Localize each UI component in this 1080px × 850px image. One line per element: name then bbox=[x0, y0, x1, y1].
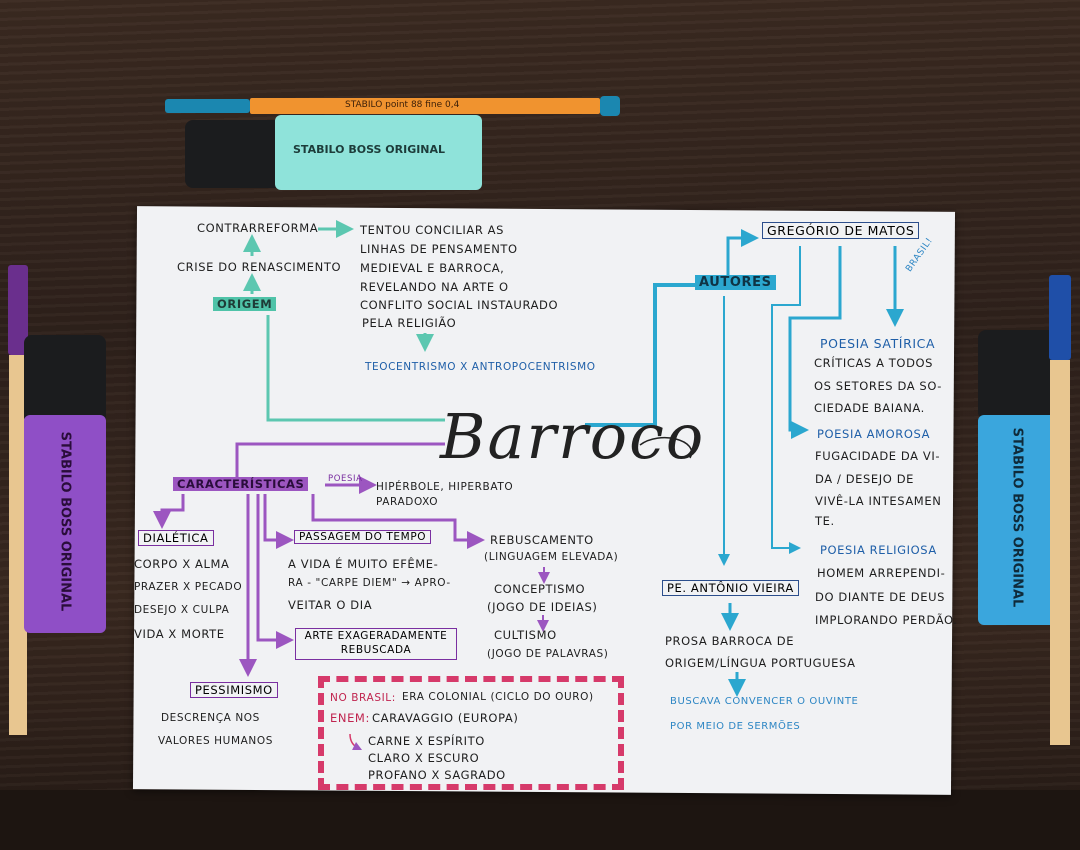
origem-desc-line: REVELANDO NA ARTE O bbox=[360, 280, 509, 294]
vieira-aim: BUSCAVA CONVENCER O OUVINTE bbox=[670, 696, 859, 707]
satirica-line: CRÍTICAS A TODOS bbox=[814, 356, 934, 370]
vieira-aim: POR MEIO DE SERMÕES bbox=[670, 721, 801, 732]
origem-desc-line: CONFLITO SOCIAL INSTAURADO bbox=[360, 298, 559, 312]
amorosa-line: TE. bbox=[815, 514, 835, 528]
passagem-line: VEITAR O DIA bbox=[288, 598, 373, 612]
origem-desc-line: PELA RELIGIÃO bbox=[362, 316, 457, 330]
satirica-line: OS SETORES DA SO- bbox=[814, 379, 943, 393]
rebuscamento-line: (LINGUAGEM ELEVADA) bbox=[484, 551, 619, 563]
vieira-box: PE. ANTÔNIO VIEIRA bbox=[662, 580, 799, 596]
pessimismo-line: DESCRENÇA NOS bbox=[161, 712, 260, 724]
dialetica-pair: CORPO X ALMA bbox=[134, 557, 230, 571]
brasil-label: NO BRASIL: bbox=[330, 692, 396, 704]
passagem-line: A VIDA É MUITO EFÊME- bbox=[288, 557, 439, 571]
amorosa-line: DA / DESEJO DE bbox=[815, 472, 915, 486]
arte-line: ARTE EXAGERADAMENTE bbox=[304, 630, 448, 642]
autores-connectors bbox=[585, 229, 904, 697]
highlighter-blue: STABILO BOSS ORIGINAL bbox=[978, 330, 1056, 625]
caracteristicas-connectors bbox=[153, 442, 550, 677]
enem-box bbox=[318, 676, 624, 790]
autores-label: AUTORES bbox=[695, 275, 776, 290]
poesia-amorosa-title: POESIA AMOROSA bbox=[817, 427, 931, 441]
dialetica-pair: DESEJO X CULPA bbox=[134, 604, 230, 616]
religiosa-line: HOMEM ARREPENDI- bbox=[817, 566, 946, 580]
arte-line: REBUSCADA bbox=[340, 644, 412, 656]
vieira-line: ORIGEM/LÍNGUA PORTUGUESA bbox=[665, 656, 856, 670]
poesia-line: HIPÉRBOLE, HIPERBATO bbox=[376, 481, 514, 493]
enem-pair: CARNE X ESPÍRITO bbox=[368, 734, 485, 748]
highlighter-teal: STABILO BOSS ORIGINAL bbox=[185, 115, 482, 190]
poesia-religiosa-title: POESIA RELIGIOSA bbox=[820, 543, 937, 557]
origem-line bbox=[266, 315, 445, 422]
enem-label: ENEM: bbox=[330, 711, 370, 725]
religiosa-line: DO DIANTE DE DEUS bbox=[815, 590, 946, 604]
gregorio-box: GREGÓRIO DE MATOS bbox=[762, 222, 920, 239]
enem-arrow bbox=[349, 733, 363, 751]
highlighter-purple: STABILO BOSS ORIGINAL bbox=[24, 335, 106, 635]
poesia-label: POESIA bbox=[328, 474, 363, 484]
amorosa-line: VIVÊ-LA INTESAMEN bbox=[815, 494, 942, 508]
title-flourish bbox=[639, 437, 693, 459]
religiosa-line: IMPLORANDO PERDÃO. bbox=[815, 613, 958, 627]
dialetica-pair: PRAZER X PECADO bbox=[134, 581, 243, 593]
passagem-line: RA - "CARPE DIEM" → APRO- bbox=[288, 577, 451, 589]
pen-top-brand: STABILO point 88 fine 0,4 bbox=[345, 100, 460, 110]
origem-desc-line: LINHAS DE PENSAMENTO bbox=[360, 242, 518, 256]
rebuscamento-line: REBUSCAMENTO bbox=[490, 533, 594, 547]
fineliner-pen-right bbox=[1047, 275, 1073, 745]
pessimismo-box: PESSIMISMO bbox=[190, 682, 278, 698]
origem-label: ORIGEM bbox=[213, 297, 277, 311]
origem-connectors bbox=[243, 220, 445, 422]
rebuscamento-line: CONCEPTISMO bbox=[494, 582, 586, 596]
satirica-line: CIEDADE BAIANA. bbox=[814, 401, 925, 415]
dialetica-pair: VIDA X MORTE bbox=[134, 627, 225, 641]
desk-edge bbox=[0, 790, 1080, 850]
poesia-satirica-title: POESIA SATÍRICA bbox=[820, 336, 936, 351]
pessimismo-line: VALORES HUMANOS bbox=[158, 735, 273, 747]
caracteristicas-label: CARACTERÍSTICAS bbox=[173, 477, 309, 491]
teocentrismo-text: TEOCENTRISMO X ANTROPOCENTRISMO bbox=[365, 361, 596, 373]
title-barroco: Barroco bbox=[440, 400, 706, 473]
arte-box: ARTE EXAGERADAMENTE REBUSCADA bbox=[295, 628, 457, 660]
fineliner-pen-top: STABILO point 88 fine 0,4 bbox=[165, 95, 620, 117]
rebuscamento-line: (JOGO DE IDEIAS) bbox=[487, 600, 598, 614]
contrarreforma-text: CONTRARREFORMA bbox=[197, 221, 319, 235]
origem-desc-line: MEDIEVAL E BARROCA, bbox=[360, 261, 505, 275]
dialetica-box: DIALÉTICA bbox=[138, 530, 214, 546]
rebuscamento-line: CULTISMO bbox=[494, 628, 557, 642]
highlighter-top-brand: STABILO BOSS ORIGINAL bbox=[293, 143, 446, 156]
amorosa-line: FUGACIDADE DA VI- bbox=[815, 449, 941, 463]
fineliner-pen-left bbox=[6, 265, 30, 745]
enem-pair: PROFANO X SAGRADO bbox=[368, 768, 506, 782]
enem-pair: CLARO X ESCURO bbox=[368, 751, 480, 765]
enem-text: CARAVAGGIO (EUROPA) bbox=[372, 711, 519, 725]
brasil-text: ERA COLONIAL (CICLO DO OURO) bbox=[402, 691, 594, 703]
poesia-line: PARADOXO bbox=[376, 496, 439, 508]
vieira-line: PROSA BARROCA DE bbox=[665, 634, 795, 648]
passagem-box: PASSAGEM DO TEMPO bbox=[294, 530, 432, 544]
crise-text: CRISE DO RENASCIMENTO bbox=[177, 260, 342, 274]
origem-desc-line: TENTOU CONCILIAR AS bbox=[360, 223, 505, 237]
rebuscamento-line: (JOGO DE PALAVRAS) bbox=[487, 648, 609, 660]
